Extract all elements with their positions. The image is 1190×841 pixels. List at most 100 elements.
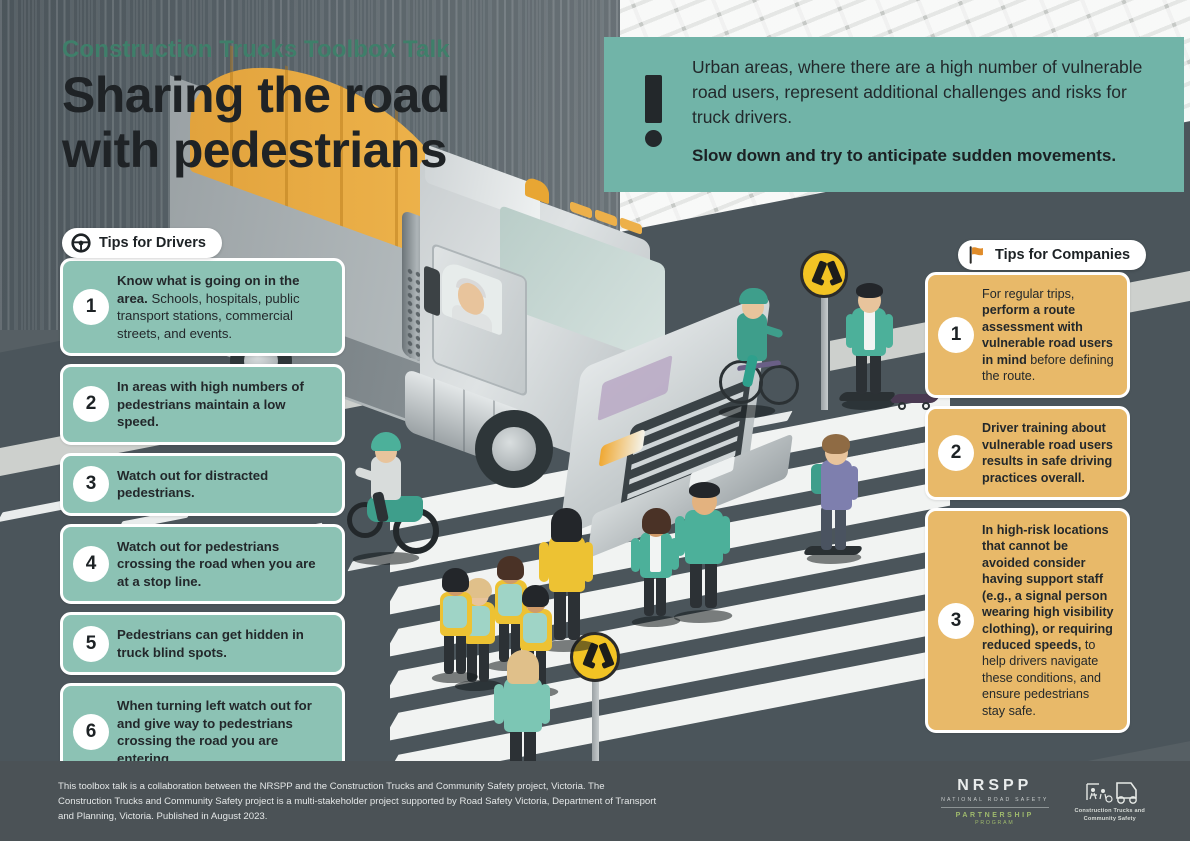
cyclist — [715, 285, 805, 420]
figure-shadow — [428, 672, 482, 683]
tip-text: Driver training about vulnerable road us… — [980, 409, 1127, 497]
skateboarder-upper — [837, 280, 910, 420]
tip-card[interactable]: 1 Know what is going on in the area. Sch… — [60, 258, 345, 356]
school-backpack — [498, 584, 522, 616]
tip-text: Pedestrians can get hidden in truck blin… — [115, 615, 342, 672]
tip-number: 3 — [938, 602, 974, 639]
page-title-line1: Sharing the road — [62, 67, 450, 123]
leg — [456, 632, 466, 674]
tip-text-bold: When turning left watch out for and give… — [117, 698, 312, 766]
ctcs-logo-line2: Community Safety — [1083, 815, 1136, 822]
leg — [690, 560, 702, 608]
hair — [551, 508, 582, 542]
company-tip-card[interactable]: 1 For regular trips, perform a route ass… — [925, 272, 1130, 399]
leg — [499, 620, 509, 662]
leg — [644, 574, 654, 616]
sign-post — [592, 672, 599, 772]
tip-text-post: to help drivers navigate these condition… — [982, 637, 1102, 718]
nrspp-logo-name: NRSPP — [957, 776, 1033, 794]
arm — [720, 516, 730, 554]
moped-rider — [345, 430, 455, 570]
hair — [522, 585, 549, 607]
skateboard — [837, 392, 897, 401]
arm — [846, 314, 855, 348]
page-title-line2: with pedestrians — [62, 122, 448, 178]
hair — [642, 508, 671, 534]
arm — [670, 538, 679, 570]
tip-number: 5 — [73, 625, 109, 662]
arm — [675, 516, 685, 556]
exclamation-icon — [638, 55, 668, 147]
leg — [511, 620, 521, 662]
hair — [507, 650, 539, 684]
tip-card[interactable]: 2 In areas with high numbers of pedestri… — [60, 364, 345, 445]
steering-wheel-icon — [70, 232, 92, 254]
skateboard — [802, 546, 864, 555]
ctcs-logo-art — [1079, 779, 1141, 805]
torso — [821, 460, 852, 510]
tips-for-drivers-label: Tips for Drivers — [99, 235, 206, 251]
torso — [685, 510, 723, 564]
pedestrian-glyph — [811, 260, 844, 287]
school-child — [451, 578, 513, 703]
tips-for-companies-label: Tips for Companies — [995, 247, 1131, 263]
kicker-text: Construction Trucks Toolbox Talk — [62, 36, 450, 63]
ctcs-logo-line1: Construction Trucks and — [1074, 808, 1145, 814]
tip-text: For regular trips, perform a route asses… — [980, 275, 1127, 395]
tips-for-drivers-pill[interactable]: Tips for Drivers — [62, 228, 222, 258]
arm — [631, 538, 640, 572]
company-tip-card[interactable]: 3 In high-risk locations that cannot be … — [925, 508, 1130, 733]
flag-icon — [966, 244, 988, 266]
skateboard-wheel — [922, 402, 930, 410]
leg — [656, 574, 666, 616]
tip-text-bold: In areas with high numbers of pedestrian… — [117, 379, 304, 429]
arm — [849, 466, 858, 500]
hair — [442, 568, 469, 592]
pedestrian-blonde — [492, 650, 564, 800]
leg — [821, 506, 832, 550]
tips-for-companies-pill[interactable]: Tips for Companies — [958, 240, 1147, 270]
tip-text-bold: In high-risk locations that cannot be av… — [982, 523, 1114, 652]
tip-text-bold: Driver training about vulnerable road us… — [982, 421, 1113, 485]
leg — [444, 632, 454, 674]
tip-number: 1 — [938, 317, 974, 354]
school-child — [428, 568, 490, 693]
ctcs-logo: Construction Trucks and Community Safety — [1075, 779, 1146, 823]
leg — [705, 560, 717, 608]
leg — [870, 352, 881, 394]
leg — [536, 647, 546, 689]
leg — [479, 640, 489, 682]
arm — [583, 542, 593, 582]
tip-text-bold: Watch out for pedestrians crossing the r… — [117, 538, 316, 589]
shirt-inner — [864, 310, 875, 350]
truck-front-wheel — [475, 410, 553, 488]
company-tip-card[interactable]: 2 Driver training about vulnerable road … — [925, 406, 1130, 501]
pedestrian-yellow-top — [535, 508, 609, 663]
nrspp-logo-line3: PARTNERSHIP — [955, 811, 1034, 819]
school-child — [483, 556, 545, 681]
shirt-inner — [650, 534, 661, 572]
tips-for-companies-list: 1 For regular trips, perform a route ass… — [925, 272, 1130, 741]
tip-number: 4 — [73, 545, 109, 582]
tip-text: In high-risk locations that cannot be av… — [980, 511, 1127, 730]
tip-text: When turning left watch out for and give… — [115, 686, 342, 778]
tip-text: In areas with high numbers of pedestrian… — [115, 367, 342, 442]
school-backpack — [443, 596, 467, 628]
tip-text-bold: Watch out for distracted pedestrians. — [117, 467, 269, 501]
tip-text: Know what is going on in the area. Schoo… — [115, 261, 342, 353]
leg — [554, 588, 566, 640]
tip-card[interactable]: 4 Watch out for pedestrians crossing the… — [60, 523, 345, 604]
tip-number: 2 — [938, 435, 974, 472]
arm — [884, 314, 893, 348]
tip-number: 6 — [73, 714, 109, 750]
pedestrian-with-backpack — [802, 432, 875, 572]
tip-card[interactable]: 5 Pedestrians can get hidden in truck bl… — [60, 612, 345, 675]
tips-for-drivers-list: 1 Know what is going on in the area. Sch… — [60, 258, 345, 841]
helmet — [371, 432, 401, 451]
tip-number: 3 — [73, 466, 109, 502]
tip-text-bold: Know what is going on in the area. — [117, 273, 300, 306]
footer-text: This toolbox talk is a collaboration bet… — [58, 780, 657, 822]
tip-text-bold: Pedestrians can get hidden in truck blin… — [117, 627, 304, 660]
hair — [497, 556, 524, 580]
tip-card[interactable]: 3 Watch out for distracted pedestrians. — [60, 452, 345, 516]
